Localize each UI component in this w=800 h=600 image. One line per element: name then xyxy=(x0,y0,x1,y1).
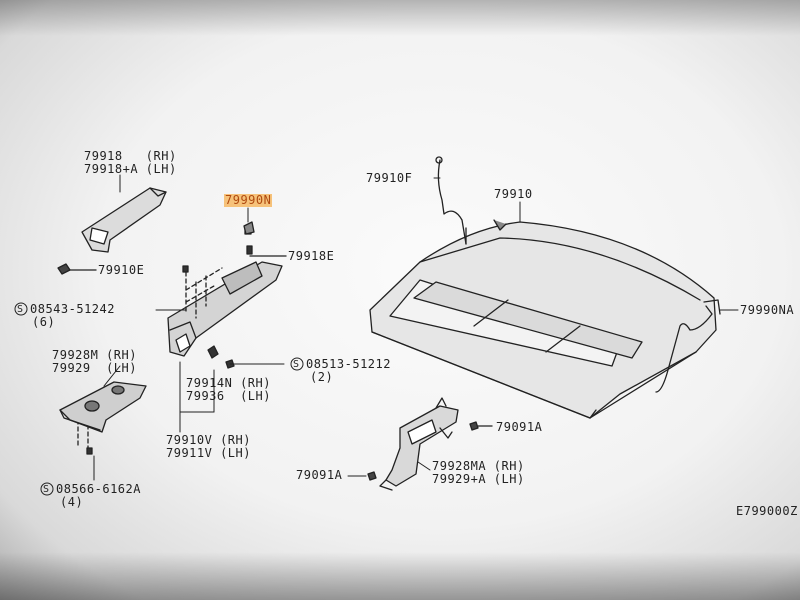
screw-guide-lines xyxy=(77,267,223,449)
screw-symbol-icons xyxy=(14,302,304,496)
part-79910F-cable xyxy=(435,156,467,245)
part-79928M-bracket xyxy=(59,381,147,433)
screw-symbol-s2: S xyxy=(293,359,300,370)
label-79910f: 79910F xyxy=(366,171,413,185)
part-79910-parcel-shelf xyxy=(369,219,717,419)
label-79910v: 79910V (RH) xyxy=(166,433,251,447)
label-79091a-left: 79091A xyxy=(296,468,343,482)
label-79936: 79936 (LH) xyxy=(186,389,271,403)
label-79929a: 79929+A (LH) xyxy=(432,472,525,486)
label-79990na: 79990NA xyxy=(740,303,795,317)
label-79910: 79910 xyxy=(494,187,533,201)
leader-lines xyxy=(93,174,739,481)
diagram-code: E799000Z xyxy=(736,504,798,518)
label-08543: 08543-51242 xyxy=(30,302,115,316)
label-08566: 08566-6162A xyxy=(56,482,141,496)
label-08566-qty: (4) xyxy=(60,495,84,509)
label-08543-qty: (6) xyxy=(32,315,56,329)
label-79918: 79918 (RH) xyxy=(84,149,177,163)
part-79990NA-cable xyxy=(655,299,721,393)
label-79928ma: 79928MA (RH) xyxy=(432,459,525,473)
part-79910E-clip xyxy=(57,263,97,275)
label-79990n-highlighted: 79990N xyxy=(224,193,273,207)
label-08513: 08513-51212 xyxy=(306,357,391,371)
label-79091a-right: 79091A xyxy=(496,420,543,434)
label-79910e: 79910E xyxy=(98,263,145,277)
part-79928MA-bracket xyxy=(379,397,459,491)
label-79928m: 79928M (RH) xyxy=(52,348,137,362)
label-79914n: 79914N (RH) xyxy=(186,376,271,390)
label-08513-qty: (2) xyxy=(310,370,334,384)
screw-symbol-s3: S xyxy=(43,484,50,495)
label-79918a: 79918+A (LH) xyxy=(84,162,177,176)
label-79929: 79929 (LH) xyxy=(52,361,137,375)
part-79918-trim xyxy=(81,187,167,253)
screw-symbol-s1: S xyxy=(17,304,24,315)
label-79918e: 79918E xyxy=(288,249,335,263)
label-79911v: 79911V (LH) xyxy=(166,446,251,460)
part-79910V-bracket xyxy=(167,261,283,369)
